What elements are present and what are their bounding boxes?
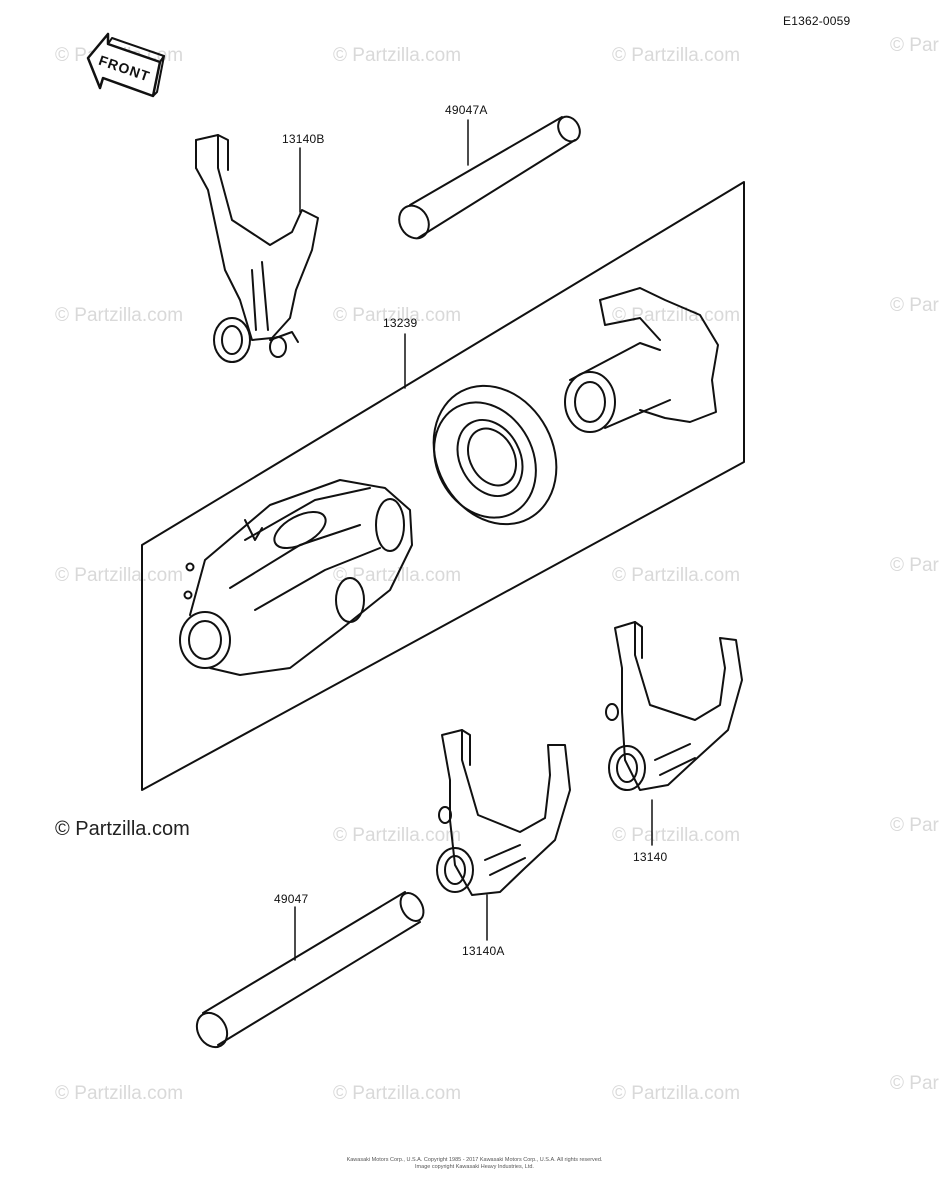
watermark: © Par [890, 815, 939, 836]
drum-end-cam [564, 287, 719, 433]
watermark: © Par [890, 555, 939, 576]
leader-lines [294, 119, 653, 961]
part-label-49047: 49047 [274, 892, 309, 906]
watermark: © Par [890, 295, 939, 316]
part-label-13239: 13239 [383, 316, 418, 330]
footer-line-1: Kawasaki Motors Corp., U.S.A. Copyright … [346, 1157, 603, 1163]
drawing-code: E1362-0059 [783, 14, 851, 28]
watermark: © Partzilla.com [333, 825, 462, 846]
part-label-13140B: 13140B [282, 132, 325, 146]
shift-fork-13140A [436, 729, 571, 896]
shift-rod-49047A [398, 115, 581, 240]
watermark: © Partzilla.com [333, 1083, 462, 1104]
watermark: © Partzilla.com [333, 305, 462, 326]
watermark: © Partzilla.com [612, 305, 741, 326]
watermark: © Partzilla.com [55, 565, 184, 586]
watermark: © Partzilla.com [333, 45, 462, 66]
copyright-notice: © Partzilla.com [55, 818, 190, 840]
shift-rod-49047 [195, 891, 425, 1049]
watermark: © Partzilla.com [55, 1083, 184, 1104]
shift-fork-13140B [195, 134, 319, 363]
watermark: © Partzilla.com [612, 825, 741, 846]
footer-copyright: Kawasaki Motors Corp., U.S.A. Copyright … [0, 1157, 949, 1171]
bearing [432, 384, 558, 526]
assembly-frame-13239 [141, 181, 745, 791]
watermark: © Partzilla.com [612, 565, 741, 586]
part-label-13140A: 13140A [462, 944, 505, 958]
watermark: © Partzilla.com [612, 45, 741, 66]
shift-fork-13140 [605, 621, 743, 791]
front-arrow-icon [86, 32, 165, 98]
watermark: © Partzilla.com [612, 1083, 741, 1104]
watermark: © Par [890, 35, 939, 56]
footer-line-2: Image copyright Kawasaki Heavy Industrie… [415, 1164, 534, 1170]
watermark: © Partzilla.com [55, 305, 184, 326]
part-label-13140: 13140 [633, 850, 668, 864]
shift-drum-13239 [179, 479, 413, 676]
watermark: © Par [890, 1073, 939, 1094]
part-label-49047A: 49047A [445, 103, 488, 117]
